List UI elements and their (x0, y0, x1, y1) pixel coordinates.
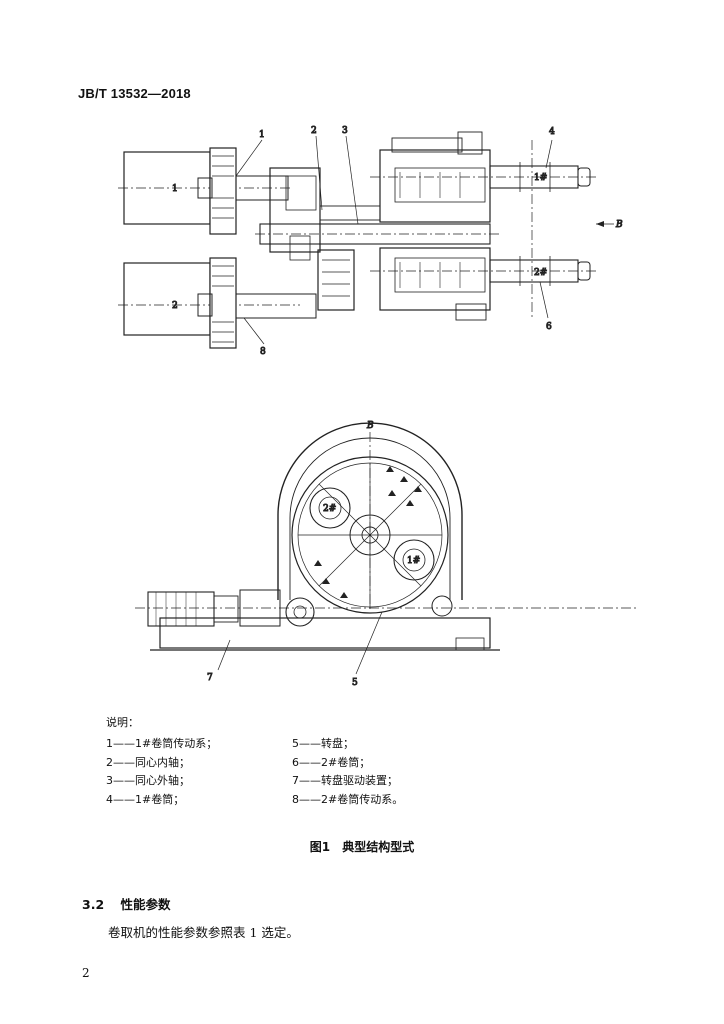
legend-title: 说明： (106, 716, 139, 729)
side-view (135, 422, 636, 675)
section-title: 性能参数 (120, 897, 171, 912)
legend-item: 2——同心内轴； (106, 755, 190, 769)
callout-8: 8 (260, 347, 266, 357)
figure-title: 典型结构型式 (342, 840, 415, 854)
legend-item: 8——2#卷筒传动系。 (292, 793, 404, 807)
callout-5: 5 (352, 678, 358, 688)
top-view (118, 131, 614, 349)
callout-3: 3 (342, 126, 348, 136)
legend-item: 6——2#卷筒； (292, 755, 371, 769)
legend-item: 1——1#卷筒传动系； (106, 737, 218, 750)
legend-left-column: 1——1#卷筒传动系； 2——同心内轴； 3——同心外轴； 4——1#卷筒； (106, 735, 217, 810)
figure-number: 图1 (309, 840, 331, 854)
side-drum2-label: 2# (323, 504, 336, 514)
legend-right-column: 5——转盘； 6——2#卷筒； 7——转盘驱动装置； 8——2#卷筒传动系。 (292, 735, 403, 810)
drum1-left-label: 1 (172, 184, 178, 194)
figure-caption: 图1 典型结构型式 (0, 838, 724, 855)
callout-7: 7 (207, 673, 213, 683)
legend-item: 3——同心外轴； (106, 774, 190, 788)
view-b-label: B (366, 421, 374, 431)
callout-1: 1 (259, 130, 265, 140)
legend-item: 4——1#卷筒； (106, 793, 185, 807)
legend-item: 7——转盘驱动装置； (292, 774, 398, 788)
body-paragraph: 卷取机的性能参数参照表 1 选定。 (108, 925, 299, 940)
drum2-left-label: 2 (172, 301, 178, 311)
legend-item: 5——转盘； (292, 737, 354, 750)
drum1-tag: 1# (534, 173, 547, 183)
callout-6: 6 (546, 322, 552, 332)
standard-code-header: JB/T 13532—2018 (78, 86, 191, 101)
figure-1-drawing: 1 2 3 4 6 8 1 2 1# 2# B B 2# 1# 7 5 (118, 126, 636, 689)
section-heading: 3.2 性能参数 (82, 894, 171, 913)
section-number: 3.2 (82, 897, 105, 912)
drum2-tag: 2# (534, 268, 547, 278)
view-b-arrow-label: B (615, 220, 623, 230)
callout-2: 2 (311, 126, 317, 136)
side-drum1-label: 1# (407, 556, 420, 566)
callout-4: 4 (549, 127, 555, 137)
page-number: 2 (82, 966, 90, 980)
